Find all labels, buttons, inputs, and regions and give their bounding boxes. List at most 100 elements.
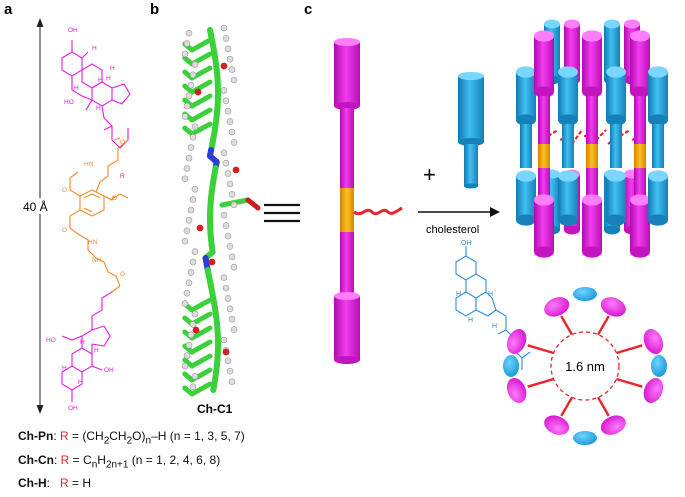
- svg-text:H: H: [74, 85, 79, 92]
- cholesterol-labels: OH H H H H: [456, 240, 497, 330]
- top-view-bola-unit: [541, 412, 572, 439]
- model-hydrogen: [227, 306, 233, 312]
- model-bond: [213, 384, 214, 390]
- model-hydrogen: [184, 290, 190, 296]
- top-view-spoke: [561, 397, 572, 415]
- model-hydrogen: [229, 254, 235, 260]
- model-hydrogen: [186, 217, 192, 223]
- model-hydrogen: [192, 186, 198, 192]
- dimension-label: 40 Å: [23, 199, 48, 214]
- model-hydrogen: [225, 46, 231, 52]
- top-view-spoke: [616, 345, 642, 353]
- reaction-arrow: [418, 207, 500, 217]
- svg-text:HO: HO: [64, 99, 74, 106]
- pore-cylinder-cap: [582, 246, 602, 257]
- legend-formula: H: [82, 476, 91, 490]
- model-hydrogen: [225, 295, 231, 301]
- pore-cylinder: [534, 36, 554, 92]
- pore-cylinder-cap: [534, 86, 554, 97]
- svg-text:O: O: [120, 139, 125, 146]
- model-hydrogen: [186, 93, 192, 99]
- model-hydrogen: [186, 155, 192, 161]
- pore-cylinder-cap: [564, 20, 580, 29]
- top-view-bola-unit: [640, 375, 667, 406]
- model-hydrogen: [225, 358, 231, 364]
- svg-text:O: O: [62, 187, 67, 194]
- pore-gold-linker: [538, 144, 550, 168]
- model-hydrogen: [223, 223, 229, 229]
- model-hydrogen: [231, 139, 237, 145]
- pore-cylinder: [630, 200, 650, 252]
- model-hydrogen: [221, 87, 227, 93]
- model-bond: [192, 300, 210, 310]
- model-hydrogen: [182, 301, 188, 307]
- top-view-bola-unit: [541, 294, 572, 321]
- top-view-cholesterol-unit: [503, 355, 519, 377]
- pore-cylinder: [516, 72, 536, 120]
- model-bond: [192, 110, 210, 120]
- model-hydrogen: [186, 280, 192, 286]
- model-hydrogen: [223, 160, 229, 166]
- pore-cylinder-cap: [558, 170, 578, 181]
- model-hydrogen: [231, 327, 237, 333]
- model-bond: [185, 58, 192, 64]
- svg-text:HN: HN: [88, 239, 98, 246]
- pore-cylinder-cap: [606, 170, 626, 181]
- model-hydrogen: [184, 103, 190, 109]
- model-hydrogen: [182, 51, 188, 57]
- svg-text:H: H: [110, 65, 115, 72]
- svg-text:H: H: [62, 365, 67, 372]
- pore-cylinder: [534, 200, 554, 252]
- pore-cylinder-cap: [582, 194, 602, 205]
- pore-cylinder-cap: [516, 170, 536, 181]
- svg-text:OH: OH: [68, 27, 78, 34]
- pore-cylinder-thin: [652, 124, 664, 168]
- top-view-bola-unit: [598, 412, 629, 439]
- top-view-cholesterol-unit: [573, 287, 597, 301]
- cholesterol-cartoon: [458, 72, 484, 189]
- model-bond: [192, 342, 210, 352]
- top-view-spoke: [598, 316, 609, 334]
- model-oxygen: [195, 89, 202, 96]
- model-hydrogen: [223, 98, 229, 104]
- svg-text:H: H: [98, 77, 103, 84]
- molecular-model-3d: [182, 25, 258, 394]
- linker-labels: O HN O O R O HN NH O: [62, 139, 125, 278]
- model-hydrogen: [221, 25, 227, 31]
- pore-cylinder-cap: [648, 114, 668, 125]
- pore-cylinder-cap: [534, 30, 554, 41]
- pore-cylinder-cap: [534, 246, 554, 257]
- panel-label-a: a: [4, 1, 13, 18]
- side-chain-wave: [354, 208, 402, 214]
- model-hydrogen: [188, 82, 194, 88]
- svg-text:H: H: [78, 379, 83, 386]
- model-hydrogen: [225, 108, 231, 114]
- model-hydrogen: [188, 269, 194, 275]
- top-view-spoke: [528, 345, 554, 353]
- model-oxygen: [193, 327, 200, 334]
- equivalence-sign: [264, 205, 300, 221]
- model-oxygen: [221, 63, 228, 70]
- svg-text:O: O: [62, 227, 67, 234]
- pore-cylinder-cap: [534, 194, 554, 205]
- model-hydrogen: [225, 171, 231, 177]
- svg-text:R: R: [120, 173, 125, 180]
- pore-cylinder: [630, 36, 650, 92]
- pore-cylinder-cap: [604, 226, 620, 235]
- svg-text:H: H: [456, 291, 461, 298]
- pore-cylinder-cap: [630, 86, 650, 97]
- model-oxygen: [223, 349, 230, 356]
- pore-cylinder-cap: [582, 86, 602, 97]
- pore-cylinder: [606, 72, 626, 120]
- model-hydrogen: [229, 129, 235, 135]
- top-view-bola-unit: [640, 326, 667, 357]
- model-hydrogen: [188, 145, 194, 151]
- pore-gold-linker: [634, 144, 646, 168]
- model-hydrogen: [190, 259, 196, 265]
- model-hydrogen: [190, 197, 196, 203]
- model-bond: [192, 356, 210, 366]
- model-hydrogen: [223, 35, 229, 41]
- pore-cylinder: [582, 200, 602, 252]
- svg-text:H: H: [468, 317, 473, 324]
- pore-cylinder-cap: [516, 66, 536, 77]
